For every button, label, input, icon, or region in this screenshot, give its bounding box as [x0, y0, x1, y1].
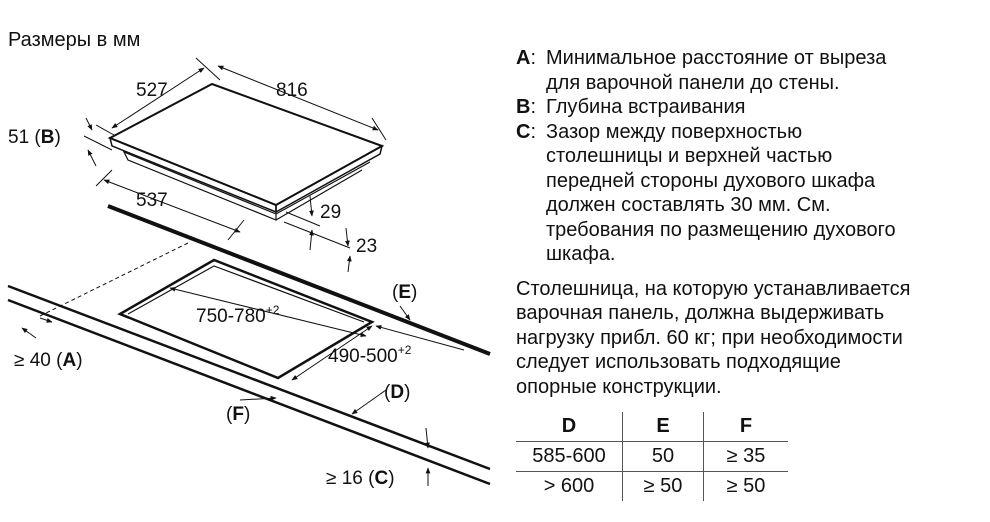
- worktop-drawing: [7, 204, 491, 486]
- legend-line: должен составлять 30 мм. См.: [546, 194, 831, 216]
- table-cell: 585-600: [532, 445, 606, 467]
- legend-line: столешницы и верхней частью: [546, 145, 833, 167]
- dim-label-f: (F): [226, 404, 250, 425]
- legend-line: требования по размещению духового: [546, 218, 896, 241]
- dim-edge-29: 29: [320, 202, 341, 223]
- units-label: Размеры в мм: [8, 29, 140, 51]
- cooktop-dimension-drawing: Размеры в мм: [7, 29, 491, 489]
- note-line: нагрузку прибл. 60 кг; при необходимости: [516, 326, 903, 349]
- table-cell: ≥ 50: [622, 471, 704, 501]
- table-header-d: D: [516, 412, 623, 442]
- dim-edge-23: 23: [356, 236, 377, 257]
- table-cell: ≥ 50: [703, 471, 788, 501]
- dim-label-a: ≥ 40 (A): [14, 350, 83, 371]
- table-row: 585-600 50 ≥ 35: [516, 441, 788, 472]
- table-header-row: D E F: [516, 412, 788, 442]
- table-header-e: E: [622, 412, 704, 442]
- dim-label-e: (E): [392, 282, 417, 303]
- legend-line: Глубина встраивания: [546, 96, 746, 118]
- dim-depth-b: 51 (B): [8, 127, 61, 148]
- legend-line: Минимальное расстояние от выреза: [546, 47, 887, 69]
- note-line: опорные конструкции.: [516, 375, 722, 398]
- legend-key: B:: [516, 96, 537, 118]
- dimension-labels: 527 816 51 (B) 537 29 23 750-780+2 490-5…: [8, 80, 417, 489]
- clearance-table: D E F 585-600 50 ≥ 35 > 600 ≥ 50 ≥ 50: [516, 412, 788, 501]
- note-line: Столешница, на которую устанавливается: [516, 277, 911, 300]
- dim-width-total: 816: [276, 80, 308, 101]
- legend-line: передней стороны духового шкафа: [546, 169, 876, 192]
- note-line: варочная панель, должна выдерживать: [516, 302, 885, 324]
- table-cell: 50: [622, 441, 704, 472]
- dim-label-c: ≥ 16 (C): [326, 468, 395, 489]
- dim-cutout-width: 750-780+2: [196, 303, 280, 327]
- dim-width-top: 527: [136, 80, 168, 101]
- dim-cutout-depth: 490-500+2: [328, 343, 412, 367]
- table-row: > 600 ≥ 50 ≥ 50: [516, 471, 788, 501]
- table-cell: > 600: [516, 471, 623, 501]
- legend-key: A:: [516, 47, 537, 69]
- legend-text: Глубина встраивания: [546, 95, 746, 120]
- legend-line: для варочной панели до стены.: [546, 71, 840, 94]
- dimension-lines: [21, 57, 465, 486]
- legend-key: C:: [516, 120, 537, 143]
- note-line: следует использовать подходящие: [516, 351, 841, 373]
- table-header-f: F: [703, 412, 788, 442]
- dim-label-d: (D): [384, 382, 410, 403]
- table-cell: ≥ 35: [703, 441, 788, 472]
- dim-width-bottom: 537: [136, 190, 168, 211]
- legend-line: Зазор между поверхностью: [546, 120, 803, 143]
- legend-line: шкафа.: [546, 243, 616, 265]
- legend-item-b: B: Глубина встраивания: [516, 95, 986, 120]
